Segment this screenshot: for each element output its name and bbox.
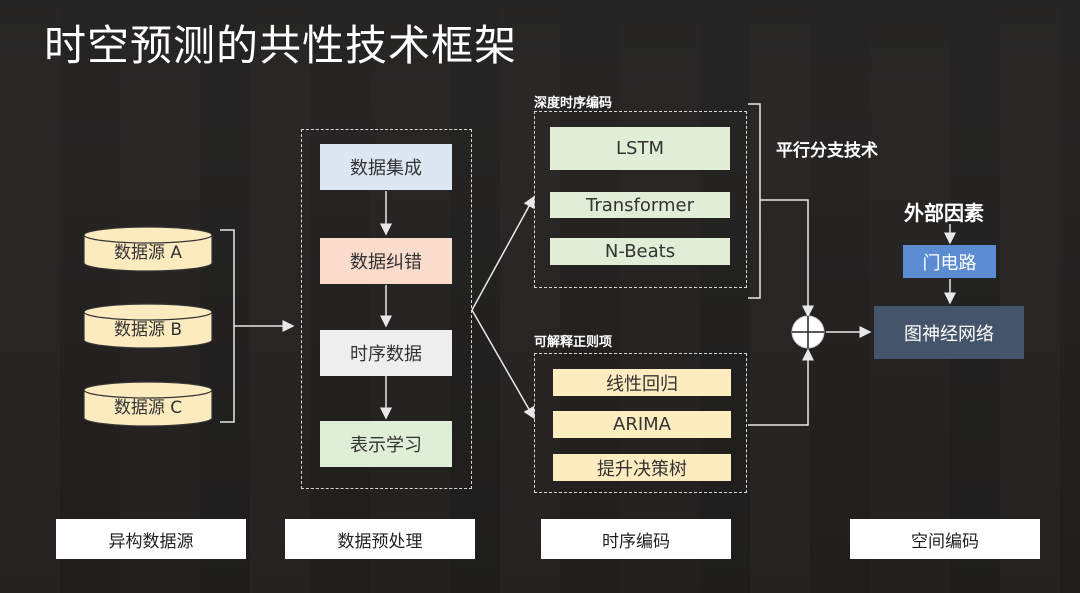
data-source-c: 数据源 C bbox=[83, 381, 213, 427]
preprocess-group bbox=[301, 129, 472, 489]
deep-transformer: Transformer bbox=[550, 192, 730, 218]
deep-encoding-label: 深度时序编码 bbox=[534, 96, 613, 111]
cylinder-icon bbox=[83, 226, 213, 272]
stage-label-preprocess: 数据预处理 bbox=[285, 519, 475, 559]
preprocess-timeseries: 时序数据 bbox=[320, 330, 452, 376]
data-source-label: 数据源 A bbox=[113, 243, 183, 263]
cylinder-icon bbox=[83, 381, 213, 427]
page-title: 时空预测的共性技术框架 bbox=[44, 21, 518, 70]
stage-label-temporal: 时序编码 bbox=[541, 519, 731, 559]
sum-node-icon bbox=[791, 315, 825, 349]
deep-nbeats: N-Beats bbox=[550, 238, 730, 265]
reg-arima: ARIMA bbox=[553, 411, 731, 438]
preprocess-represent: 表示学习 bbox=[320, 421, 452, 467]
stage-label-spatial: 空间编码 bbox=[850, 519, 1040, 559]
regularization-group bbox=[534, 353, 747, 493]
preprocess-integrate: 数据集成 bbox=[320, 144, 452, 190]
reg-linear: 线性回归 bbox=[553, 369, 731, 396]
preprocess-correct: 数据纠错 bbox=[320, 238, 452, 284]
gnn-node: 图神经网络 bbox=[874, 306, 1024, 359]
parallel-branch-label: 平行分支技术 bbox=[776, 141, 878, 161]
stage-label-sources: 异构数据源 bbox=[56, 519, 246, 559]
external-factors-label: 外部因素 bbox=[904, 201, 984, 225]
deep-lstm: LSTM bbox=[550, 127, 730, 170]
data-source-b: 数据源 B bbox=[83, 303, 213, 349]
regularization-label: 可解释正则项 bbox=[534, 335, 613, 350]
gate-node: 门电路 bbox=[903, 245, 996, 278]
data-source-a: 数据源 A bbox=[83, 226, 213, 272]
reg-boosted-trees: 提升决策树 bbox=[553, 454, 731, 481]
deep-encoding-group bbox=[534, 111, 747, 288]
data-source-label: 数据源 B bbox=[113, 320, 183, 340]
data-source-label: 数据源 C bbox=[113, 398, 183, 418]
cylinder-icon bbox=[83, 303, 213, 349]
